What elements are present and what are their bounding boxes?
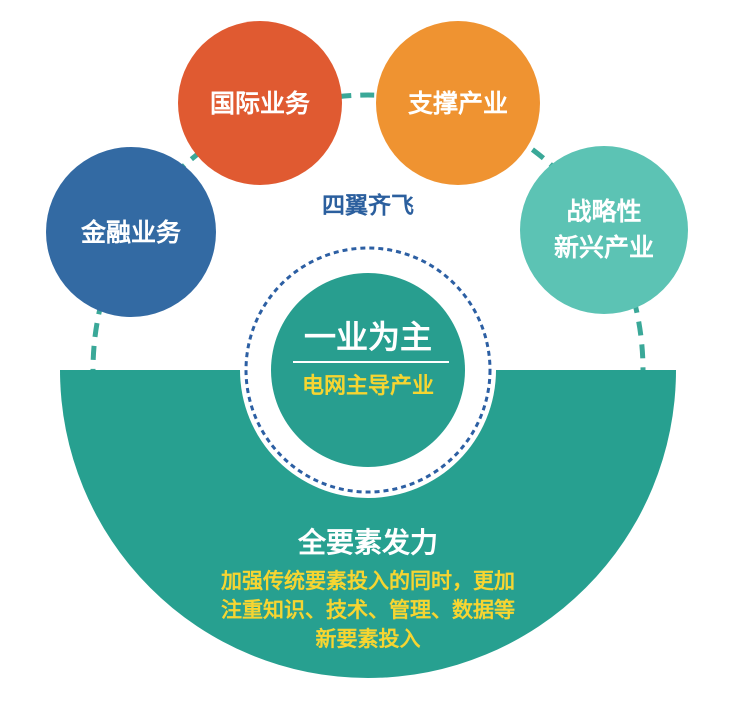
bottom-desc-line2: 注重知识、技术、管理、数据等 [221,598,515,622]
center-dashed-ring [244,246,492,494]
bottom-desc-line1: 加强传统要素投入的同时，更加 [220,569,515,593]
wing-circle-support [376,21,540,185]
center-subtitle: 电网主导产业 [302,374,434,399]
wing-label-emerging-line2: 新兴产业 [554,233,654,262]
wing-circle-finance [46,147,216,317]
wing-label-finance: 金融业务 [80,218,181,247]
bottom-teal-base [60,370,676,678]
center-title: 一业为主 [304,318,432,356]
center-circle [271,273,465,467]
bottom-desc-line3: 新要素投入 [316,627,421,651]
wing-label-international: 国际业务 [210,89,310,118]
bottom-title: 全要素发力 [297,526,438,559]
wing-circle-emerging [520,146,688,314]
wing-label-support: 支撑产业 [408,89,508,118]
wing-label-emerging-line1: 战略性 [566,197,641,226]
wing-circle-international [178,21,342,185]
wings-label: 四翼齐飞 [322,192,414,219]
